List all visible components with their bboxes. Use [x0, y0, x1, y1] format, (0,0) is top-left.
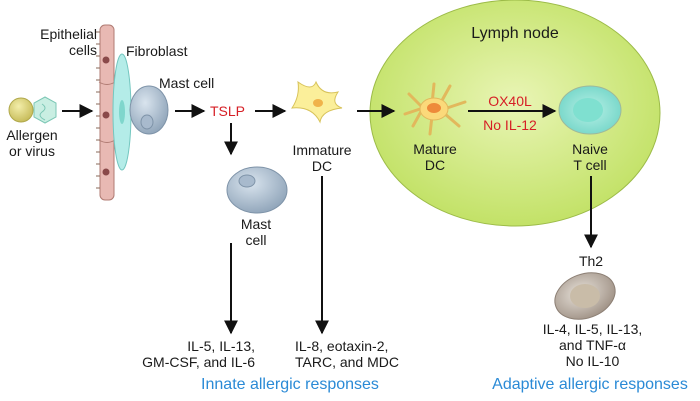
label-mast-cell-lower: Mast cell — [240, 216, 272, 248]
epithelial-cells — [96, 24, 116, 201]
label-tslp: TSLP — [210, 103, 246, 119]
virus-icon — [33, 96, 57, 124]
mast-cell-top — [129, 85, 169, 135]
label-adaptive-responses: Adaptive allergic responses — [492, 376, 688, 393]
label-epithelial-cells: Epithelial cells — [40, 26, 97, 58]
lymph-node — [369, 0, 661, 227]
label-lymph-node: Lymph node — [471, 25, 559, 42]
mature-dc — [403, 82, 467, 136]
label-immature-dc: Immature DC — [292, 142, 352, 174]
label-allergen: Allergen or virus — [6, 127, 58, 159]
label-mature-dc: Mature DC — [413, 141, 457, 173]
label-mast-products: IL-5, IL-13, GM-CSF, and IL-6 — [142, 338, 255, 370]
label-mast-cell-top: Mast cell — [159, 75, 215, 91]
label-th2-products: IL-4, IL-5, IL-13, and TNF-α No IL-10 — [542, 321, 643, 369]
label-fibroblast: Fibroblast — [126, 43, 188, 59]
label-th2: Th2 — [578, 253, 604, 269]
allergen-icon — [8, 97, 34, 123]
mast-cell-lower — [226, 166, 288, 214]
label-ox40l: OX40L — [488, 93, 532, 109]
label-no-il12: No IL-12 — [483, 117, 537, 133]
label-innate-responses: Innate allergic responses — [201, 376, 379, 393]
label-dc-products: IL-8, eotaxin-2, TARC, and MDC — [295, 338, 399, 370]
label-naive-t-cell: Naive T cell — [572, 141, 608, 173]
